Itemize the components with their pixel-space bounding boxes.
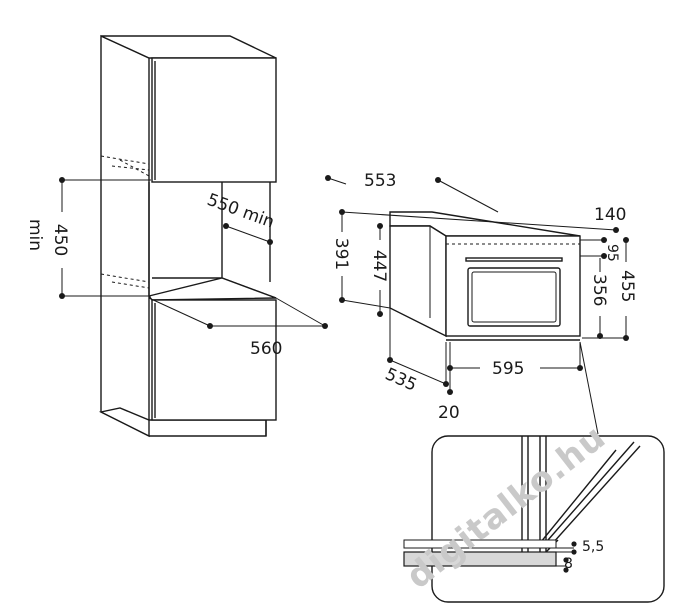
label-140: 140 bbox=[594, 205, 626, 225]
label-553: 553 bbox=[364, 171, 396, 191]
niche-floor bbox=[147, 277, 277, 301]
oven-body-side bbox=[389, 225, 447, 338]
dim-595: 595 bbox=[447, 342, 583, 379]
dim-95: 95 bbox=[580, 237, 620, 262]
label-450-min: min bbox=[25, 219, 45, 251]
dim-356: 356 bbox=[589, 258, 609, 339]
label-356: 356 bbox=[589, 274, 609, 306]
label-535: 535 bbox=[382, 364, 420, 395]
label-595: 595 bbox=[492, 359, 524, 379]
label-5-5: 5,5 bbox=[582, 539, 604, 555]
label-8: 8 bbox=[564, 556, 573, 572]
dim-391: 391 bbox=[331, 212, 391, 309]
label-447: 447 bbox=[369, 250, 389, 282]
label-455: 455 bbox=[617, 270, 637, 302]
label-391: 391 bbox=[331, 238, 351, 270]
dim-550-min: 550 min bbox=[204, 190, 277, 245]
detail-shelf bbox=[403, 551, 557, 567]
oven-handle bbox=[465, 257, 563, 262]
lower-door bbox=[151, 299, 277, 421]
oven-window bbox=[467, 267, 561, 327]
label-560: 560 bbox=[250, 339, 282, 359]
dim-140: 140 bbox=[339, 205, 626, 233]
dim-535: 535 bbox=[382, 308, 449, 396]
dim-455: 455 bbox=[582, 237, 637, 341]
label-95: 95 bbox=[604, 244, 620, 262]
dim-20: 20 bbox=[438, 342, 460, 423]
cabinet-front bbox=[100, 34, 150, 438]
label-550-min: 550 min bbox=[204, 190, 277, 233]
detail-leader bbox=[579, 341, 599, 435]
dim-447: 447 bbox=[369, 223, 389, 317]
dim-560: 560 bbox=[148, 297, 328, 359]
label-450: 450 bbox=[50, 224, 70, 256]
label-20: 20 bbox=[438, 403, 460, 423]
niche-hidden-top bbox=[100, 155, 150, 182]
oven bbox=[389, 211, 581, 341]
dim-450-min: 450 min bbox=[25, 177, 151, 299]
upper-door bbox=[151, 57, 277, 183]
detail-inset: 5,5 8 bbox=[403, 435, 665, 603]
tall-cabinet bbox=[98, 34, 277, 438]
dim-553: 553 bbox=[325, 171, 499, 213]
niche-hidden-bottom bbox=[100, 273, 150, 296]
